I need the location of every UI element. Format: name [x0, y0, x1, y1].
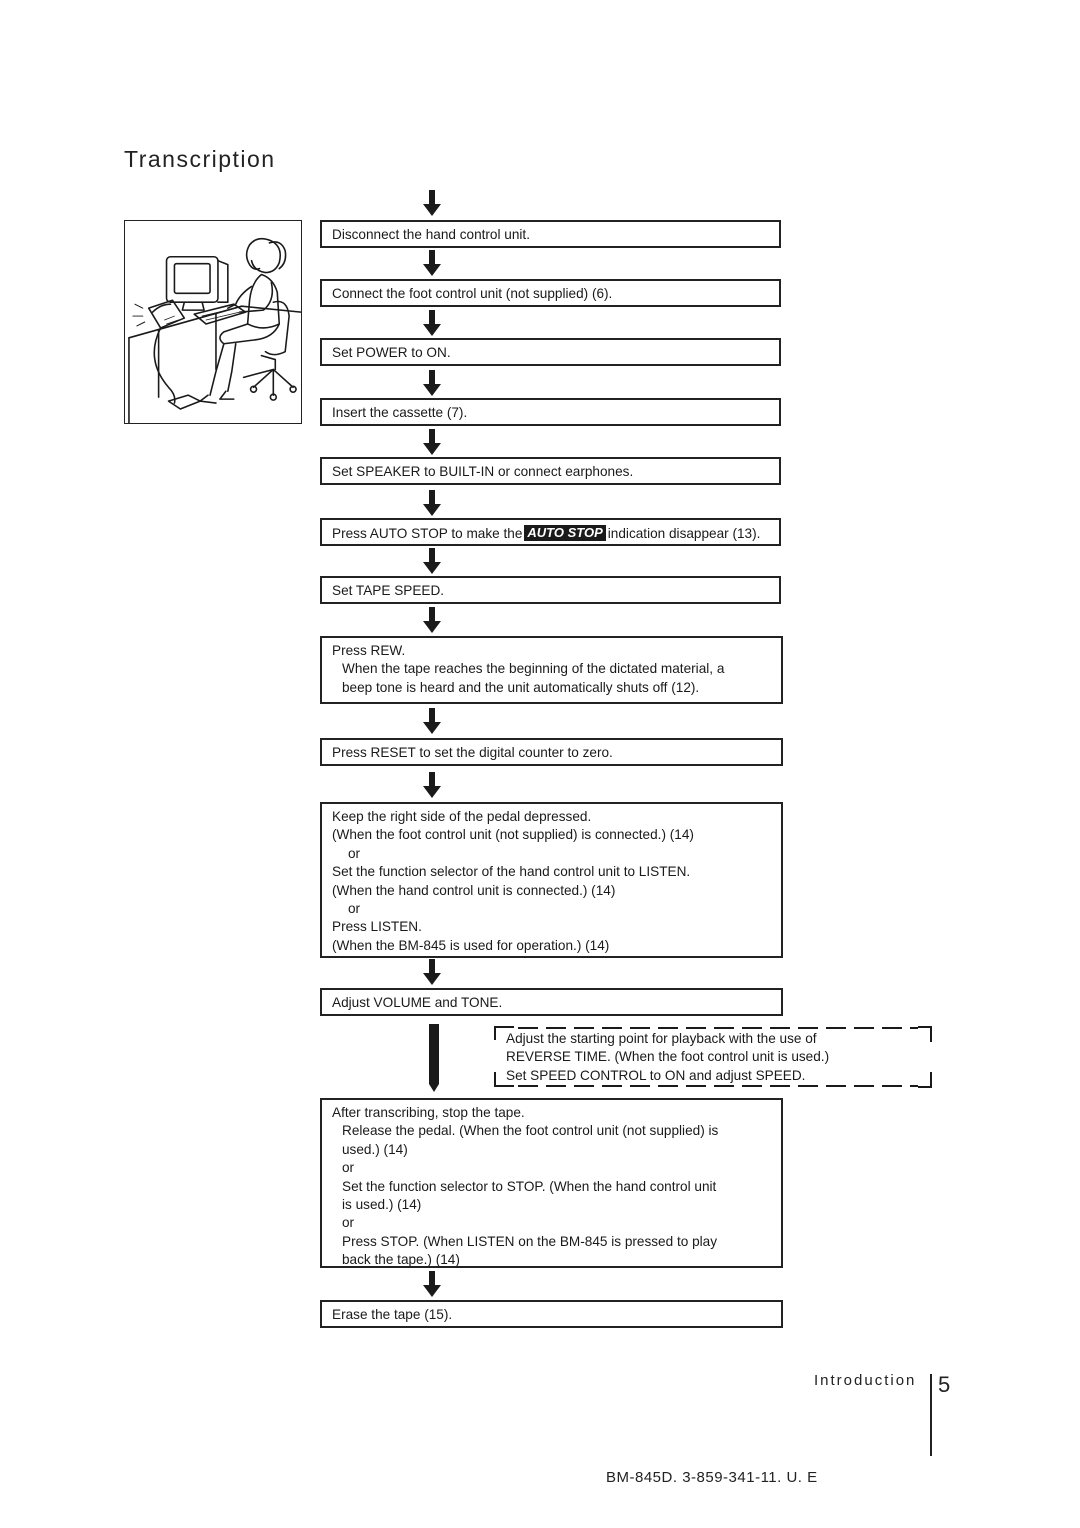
step-text: or — [342, 1215, 355, 1231]
down-arrow-icon — [423, 310, 441, 336]
step-text: (When the BM-845 is used for operation.)… — [332, 937, 610, 953]
step-text: (When the hand control unit is connected… — [332, 882, 616, 898]
step-text: Insert the cassette (7). — [332, 405, 468, 420]
step-text-pre: Press AUTO STOP to make the — [332, 526, 523, 541]
step-text: Press REW. — [332, 643, 406, 658]
step-insert-cassette: Insert the cassette (7). — [320, 398, 781, 426]
down-arrow-icon — [423, 370, 441, 396]
section-label: Introduction — [814, 1372, 917, 1389]
note-text: Set SPEED CONTROL to ON and adjust SPEED… — [506, 1067, 806, 1083]
note-text: Adjust the starting point for playback w… — [506, 1031, 817, 1046]
down-arrow-icon — [423, 548, 441, 574]
step-text: Keep the right side of the pedal depress… — [332, 809, 592, 824]
step-text: Adjust VOLUME and TONE. — [332, 995, 503, 1010]
step-set-power-on: Set POWER to ON. — [320, 338, 781, 366]
down-arrow-icon — [423, 607, 441, 633]
dashed-bracket-icon — [494, 1026, 932, 1088]
step-disconnect-hand-control: Disconnect the hand control unit. — [320, 220, 781, 248]
step-text: or — [348, 901, 361, 917]
step-text: (When the foot control unit (not supplie… — [332, 827, 694, 843]
down-arrow-icon — [423, 490, 441, 516]
step-text: Connect the foot control unit (not suppl… — [332, 286, 613, 301]
step-text: Press LISTEN. — [332, 919, 422, 935]
down-arrow-icon — [423, 190, 441, 216]
auto-stop-indicator-badge: AUTO STOP — [524, 525, 606, 541]
step-text: is used.) (14) — [342, 1197, 422, 1213]
long-down-arrow-icon — [427, 1024, 441, 1092]
step-text: Set the function selector of the hand co… — [332, 864, 691, 880]
step-text: Set TAPE SPEED. — [332, 583, 445, 598]
step-text: After transcribing, stop the tape. — [332, 1105, 525, 1120]
step-text: used.) (14) — [342, 1141, 408, 1157]
down-arrow-icon — [423, 429, 441, 455]
step-adjust-volume-tone: Adjust VOLUME and TONE. — [320, 988, 783, 1016]
step-set-tape-speed: Set TAPE SPEED. — [320, 576, 781, 604]
down-arrow-icon — [423, 1271, 441, 1297]
step-text: Disconnect the hand control unit. — [332, 227, 530, 242]
step-connect-foot-control: Connect the foot control unit (not suppl… — [320, 279, 781, 307]
step-text: beep tone is heard and the unit automati… — [342, 679, 700, 695]
page-number-rule — [930, 1374, 932, 1456]
step-erase-tape: Erase the tape (15). — [320, 1300, 783, 1328]
person-at-computer-illustration-icon — [128, 237, 301, 423]
step-text: or — [348, 845, 361, 861]
note-text: REVERSE TIME. (When the foot control uni… — [506, 1049, 830, 1065]
model-code-footer: BM-845D. 3-859-341-11. U. E — [606, 1469, 818, 1486]
down-arrow-icon — [423, 959, 441, 985]
step-text: or — [342, 1160, 355, 1176]
step-text: Set SPEAKER to BUILT-IN or connect earph… — [332, 464, 634, 479]
step-stop-tape: After transcribing, stop the tape. Relea… — [320, 1098, 783, 1268]
step-press-reset: Press RESET to set the digital counter t… — [320, 738, 783, 766]
step-text: Set the function selector to STOP. (When… — [342, 1178, 717, 1194]
step-text-post: indication disappear (13). — [607, 526, 761, 541]
down-arrow-icon — [423, 250, 441, 276]
transcription-illustration — [124, 220, 302, 424]
step-press-rew: Press REW. When the tape reaches the beg… — [320, 636, 783, 704]
step-text: Press RESET to set the digital counter t… — [332, 745, 613, 760]
optional-adjustment-note: Adjust the starting point for playback w… — [494, 1026, 932, 1088]
step-text: When the tape reaches the beginning of t… — [342, 661, 725, 677]
down-arrow-icon — [423, 708, 441, 734]
step-text: Set POWER to ON. — [332, 345, 451, 360]
step-text: Release the pedal. (When the foot contro… — [342, 1123, 719, 1139]
step-text: Press STOP. (When LISTEN on the BM-845 i… — [342, 1233, 718, 1249]
page-number: 5 — [938, 1372, 951, 1397]
page-title: Transcription — [124, 146, 276, 172]
step-set-speaker: Set SPEAKER to BUILT-IN or connect earph… — [320, 457, 781, 485]
step-text: back the tape.) (14) — [342, 1252, 460, 1268]
step-start-playback: Keep the right side of the pedal depress… — [320, 802, 783, 958]
down-arrow-icon — [423, 772, 441, 798]
step-text: Erase the tape (15). — [332, 1307, 453, 1322]
